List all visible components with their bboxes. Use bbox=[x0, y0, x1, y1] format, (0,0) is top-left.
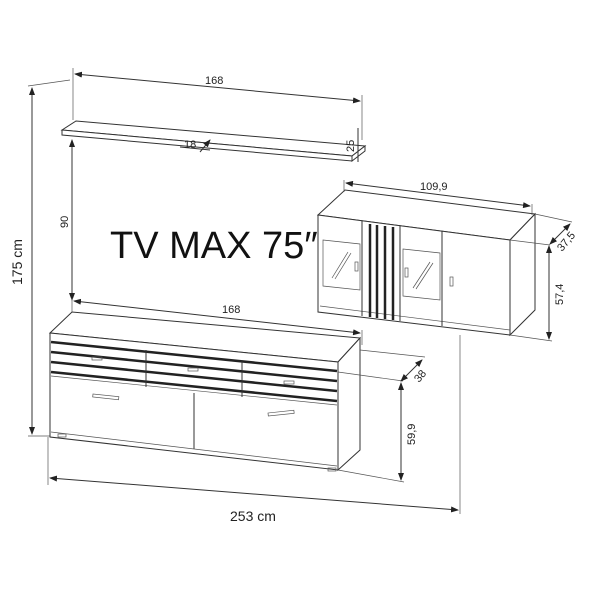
shelf-width-label: 168 bbox=[205, 75, 223, 87]
wall-cabinet-depth-label: 37,5 bbox=[555, 230, 578, 254]
shelf-height-label: 25 bbox=[345, 140, 357, 152]
wall-shelf bbox=[60, 120, 367, 163]
total-width-dimension: 253 cm bbox=[47, 335, 461, 524]
shelf-depth-dimension: 18 bbox=[179, 139, 211, 153]
total-height-label: 175 cm bbox=[9, 239, 25, 285]
wall-cabinet-width-label: 109,9 bbox=[420, 181, 448, 193]
lowboard bbox=[48, 311, 362, 472]
wall-cabinet bbox=[316, 189, 537, 337]
total-width-label: 253 cm bbox=[230, 508, 276, 524]
lowboard-height-label: 59,9 bbox=[406, 424, 418, 445]
gap-height-dimension: 90 bbox=[59, 139, 75, 301]
lowboard-depth-label: 38 bbox=[412, 368, 429, 385]
shelf-height-dimension: 25 bbox=[345, 128, 359, 162]
wall-cabinet-width-dimension: 109,9 bbox=[343, 180, 533, 215]
total-height-dimension: 175 cm bbox=[9, 79, 71, 437]
gap-height-label: 90 bbox=[59, 216, 71, 228]
shelf-width-dimension: 168 bbox=[72, 68, 363, 140]
lowboard-width-dimension: 168 bbox=[71, 298, 363, 345]
product-title: TV MAX 75″ bbox=[110, 225, 318, 267]
shelf-depth-label: 18 bbox=[184, 139, 196, 151]
lowboard-width-label: 168 bbox=[222, 304, 240, 316]
wall-cabinet-height-dimension: 57,4 bbox=[509, 245, 566, 342]
lowboard-height-dimension: 59,9 bbox=[337, 382, 418, 483]
wall-cabinet-height-label: 57,4 bbox=[554, 284, 566, 305]
